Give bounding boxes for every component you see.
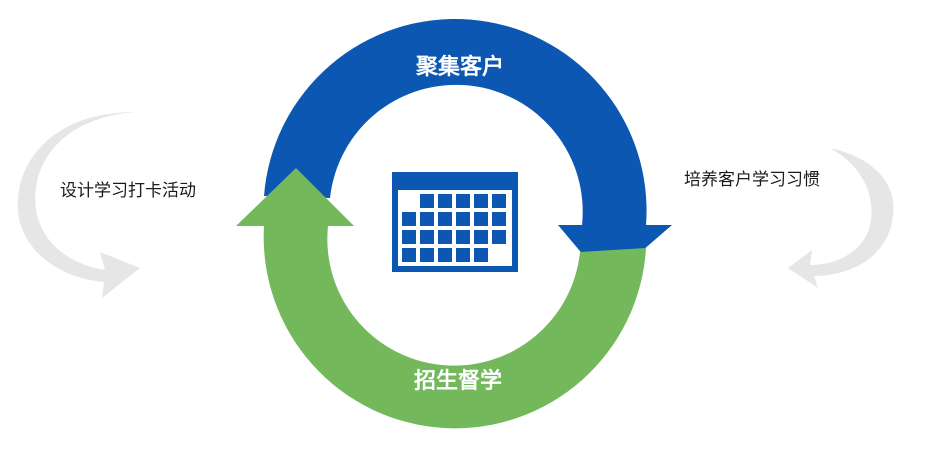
left-gray-curved-arrow (17, 112, 140, 298)
calendar-cell (492, 194, 506, 208)
blue-cycle-arc (264, 18, 672, 283)
calendar-cell (420, 212, 434, 226)
calendar-cell (438, 248, 452, 262)
calendar-cell (402, 212, 416, 226)
calendar-cell (492, 230, 506, 244)
calendar-cell (420, 230, 434, 244)
calendar-cell (438, 194, 452, 208)
calendar-cell (456, 248, 470, 262)
calendar-grid (402, 194, 506, 262)
calendar-icon (392, 172, 518, 272)
calendar-cell (456, 212, 470, 226)
right-label: 培养客户学习习惯 (684, 170, 820, 190)
calendar-cell (420, 194, 434, 208)
calendar-cell (492, 212, 506, 226)
calendar-cell (474, 212, 488, 226)
calendar-cell (474, 194, 488, 208)
calendar-cell (402, 230, 416, 244)
calendar-cell (438, 212, 452, 226)
top-label: 聚集客户 (415, 54, 504, 80)
right-gray-curved-arrow (788, 148, 894, 288)
calendar-cell (402, 248, 416, 262)
calendar-cell (456, 230, 470, 244)
calendar-cell (474, 230, 488, 244)
calendar-cell (456, 194, 470, 208)
left-label: 设计学习打卡活动 (60, 181, 196, 201)
calendar-cell (420, 248, 434, 262)
bottom-label: 招生督学 (414, 368, 502, 394)
green-cycle-arc (236, 168, 646, 429)
calendar-cell (474, 248, 488, 262)
calendar-cell (438, 230, 452, 244)
